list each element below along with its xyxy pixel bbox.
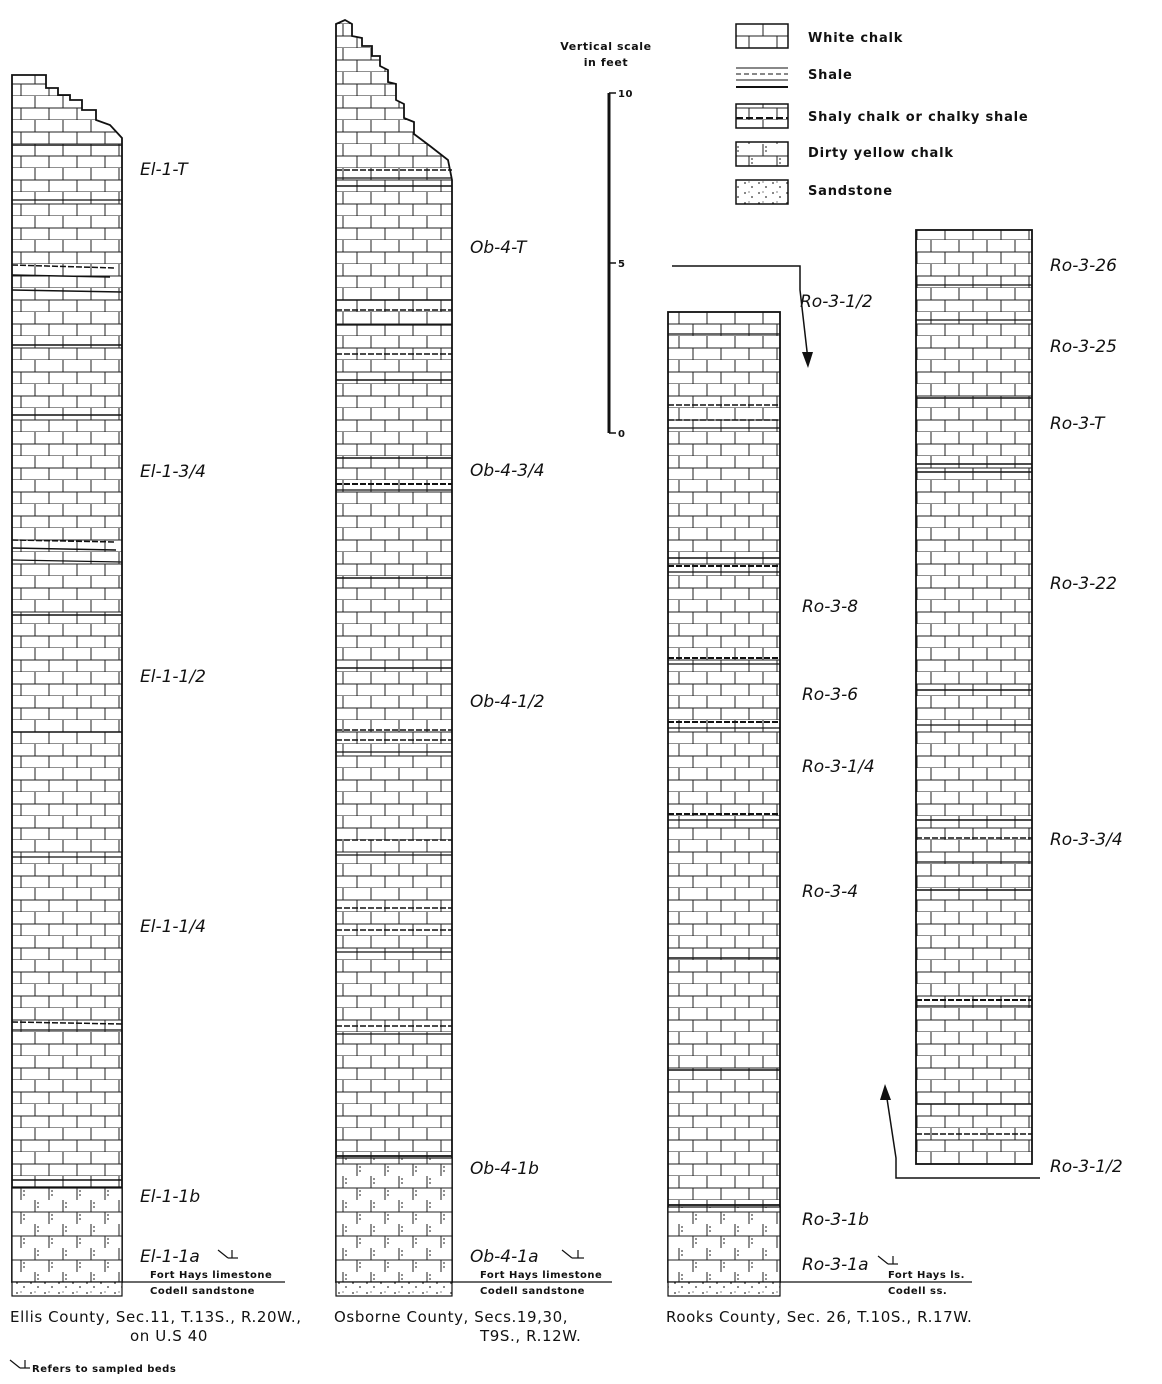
sample-label: Ro-3-25 [1050,337,1117,357]
legend-item-white-chalk: White chalk [735,23,903,49]
footnote: Refers to sampled beds [9,1359,176,1375]
osborne-column: Ob-4-T Ob-4-3/4 Ob-4-1/2 Ob-4-1b Ob-4-1a… [334,18,612,1345]
sample-label: El-1-1a [140,1247,200,1267]
legend-label: Shale [808,68,853,83]
rooks-column: Ro-3-1/2 Ro-3-8 Ro-3-6 Ro-3-1/4 Ro-3-4 R… [666,265,972,1326]
sampled-bed-mark-icon [561,1249,584,1259]
sample-label: El-1-1b [140,1187,200,1207]
sample-label: Ro-3-3/4 [1050,830,1123,850]
legend-item-shale: Shale [736,62,853,88]
sample-label: El-1-1/4 [140,917,206,937]
sampled-bed-mark-icon [9,1359,30,1369]
sample-label: Ro-3-1b [802,1210,869,1230]
sample-label: El-1-1/2 [140,667,206,687]
vertical-scale: Vertical scale in feet 10 5 0 [560,40,652,440]
legend: White chalk Shale Shaly chalk or chalky … [735,23,1029,205]
formation-label: Codell sandstone [150,1286,255,1297]
sample-label: Ro-3-8 [802,597,858,617]
formation-label: Codell ss. [888,1286,947,1297]
formation-label: Codell sandstone [480,1286,585,1297]
sampled-bed-mark-icon [217,1249,238,1259]
scale-title-units: in feet [584,56,629,69]
formation-label: Fort Hays limestone [480,1270,602,1281]
column-caption: Osborne County, Secs.19,30, [334,1308,568,1326]
sample-label: Ob-4-1/2 [470,692,545,712]
sample-label: Ro-3-6 [802,685,858,705]
footnote-text: Refers to sampled beds [32,1364,176,1375]
sample-label: Ob-4-1b [470,1159,539,1179]
sample-label: Ro-3-4 [802,882,858,902]
scale-tick-label: 0 [618,429,625,440]
scale-tick-label: 5 [618,259,625,270]
sample-label: Ob-4-T [470,238,528,258]
sample-label: El-1-T [140,160,189,180]
column-caption: T9S., R.12W. [479,1327,581,1345]
ellis-column: El-1-T El-1-3/4 El-1-1/2 El-1-1/4 El-1-1… [10,74,302,1345]
formation-label: Fort Hays ls. [888,1270,965,1281]
scale-title: Vertical scale [560,40,652,53]
column-caption: on U.S 40 [130,1327,208,1345]
sampled-bed-mark-icon [877,1255,898,1265]
sample-label: Ro-3-T [1050,414,1106,434]
sample-label: Ro-3-1a [802,1255,869,1275]
sample-label: Ob-4-1a [470,1247,539,1267]
legend-label: White chalk [808,31,903,46]
sample-label: Ro-3-1/4 [802,757,875,777]
sample-label: El-1-3/4 [140,462,206,482]
formation-label: Fort Hays limestone [150,1270,272,1281]
legend-label: Sandstone [808,184,893,199]
legend-item-dirty-yellow-chalk: Dirty yellow chalk [735,141,954,167]
sample-label: Ro-3-22 [1050,574,1117,594]
legend-label: Shaly chalk or chalky shale [808,110,1029,125]
sample-label: Ro-3-1/2 [1050,1157,1123,1177]
sample-label: Ob-4-3/4 [470,461,545,481]
column-caption: Ellis County, Sec.11, T.13S., R.20W., [10,1308,302,1326]
rooks-upper-column: Ro-3-26 Ro-3-25 Ro-3-T Ro-3-22 Ro-3-3/4 … [880,229,1123,1179]
legend-item-shaly-chalk: Shaly chalk or chalky shale [735,103,1029,129]
column-caption: Rooks County, Sec. 26, T.10S., R.17W. [666,1308,972,1326]
sample-label: Ro-3-1/2 [800,292,873,312]
legend-item-sandstone: Sandstone [735,179,893,205]
legend-label: Dirty yellow chalk [808,146,954,161]
scale-tick-label: 10 [618,89,633,100]
sample-label: Ro-3-26 [1050,256,1117,276]
